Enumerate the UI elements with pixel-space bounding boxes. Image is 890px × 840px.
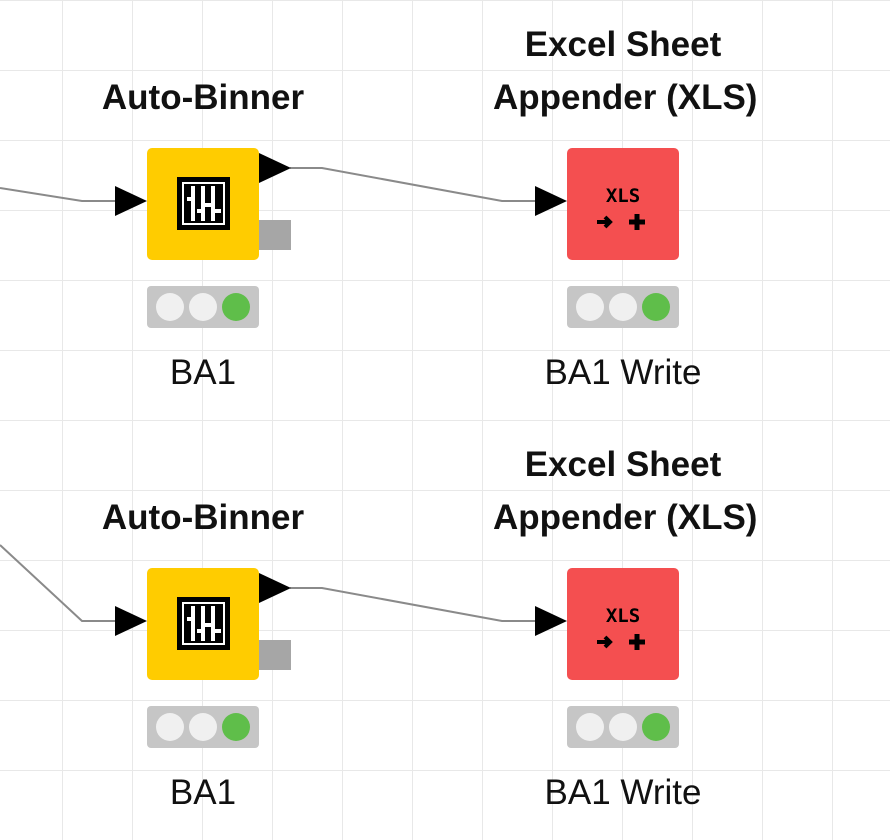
node-body[interactable]: XLS <box>567 148 679 260</box>
auto-binner-node[interactable]: Auto-Binner BA1 <box>73 0 333 400</box>
status-light-green <box>642 293 670 321</box>
status-light-red <box>576 713 604 741</box>
node-label[interactable]: BA1 <box>169 773 237 812</box>
svg-text:XLS: XLS <box>606 605 640 627</box>
node-title-line2: Appender (XLS) <box>493 78 758 117</box>
status-traffic-light <box>567 706 679 748</box>
xls-append-icon: XLS <box>597 185 645 230</box>
status-light-green <box>222 713 250 741</box>
node-label[interactable]: BA1 Write <box>544 773 702 812</box>
xls-append-icon: XLS <box>597 605 645 650</box>
node-title: Auto-Binner <box>101 498 305 537</box>
status-light-yellow <box>609 713 637 741</box>
status-light-yellow <box>609 293 637 321</box>
output-port[interactable] <box>259 153 291 183</box>
status-light-red <box>156 713 184 741</box>
node-label[interactable]: BA1 <box>169 353 237 392</box>
status-light-yellow <box>189 713 217 741</box>
status-light-green <box>642 713 670 741</box>
input-port[interactable] <box>535 186 567 216</box>
status-traffic-light <box>567 286 679 328</box>
node-body[interactable]: XLS <box>567 568 679 680</box>
status-light-yellow <box>189 293 217 321</box>
flow-variable-port[interactable] <box>259 640 291 670</box>
node-body[interactable] <box>147 148 259 260</box>
status-light-red <box>576 293 604 321</box>
node-title-line2: Appender (XLS) <box>493 498 758 537</box>
output-port[interactable] <box>259 573 291 603</box>
input-port[interactable] <box>115 186 147 216</box>
node-title: Auto-Binner <box>101 78 305 117</box>
auto-binner-node[interactable]: Auto-Binner BA1 <box>73 420 333 820</box>
status-traffic-light <box>147 706 259 748</box>
flow-variable-port[interactable] <box>259 220 291 250</box>
status-traffic-light <box>147 286 259 328</box>
svg-text:XLS: XLS <box>606 185 640 207</box>
node-title-line1: Excel Sheet <box>524 25 722 64</box>
input-port[interactable] <box>115 606 147 636</box>
node-label[interactable]: BA1 Write <box>544 353 702 392</box>
binner-icon <box>177 177 230 230</box>
input-port[interactable] <box>535 606 567 636</box>
excel-sheet-appender-node[interactable]: Excel Sheet Appender (XLS) XLS BA1 Write <box>493 0 758 400</box>
node-title-line1: Excel Sheet <box>524 445 722 484</box>
node-body[interactable] <box>147 568 259 680</box>
status-light-green <box>222 293 250 321</box>
status-light-red <box>156 293 184 321</box>
binner-icon <box>177 597 230 650</box>
excel-sheet-appender-node[interactable]: Excel Sheet Appender (XLS) XLS BA1 Write <box>493 420 758 820</box>
